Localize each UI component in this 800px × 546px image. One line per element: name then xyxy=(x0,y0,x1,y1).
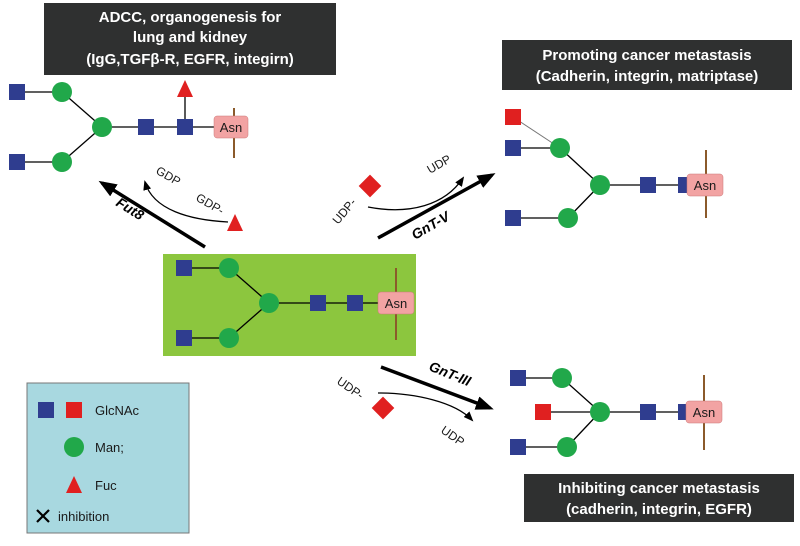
gntv-main-arrow xyxy=(377,173,496,240)
gntv-curved-arrow xyxy=(367,176,465,211)
legend-fuc-label: Fuc xyxy=(95,478,117,493)
box-adcc-line2: lung and kidney xyxy=(133,29,248,46)
gntiii-enzyme-label: GnT-III xyxy=(427,358,474,390)
legend-man-label: Man; xyxy=(95,440,124,455)
core-glycan-panel: Asn xyxy=(163,254,416,356)
box-inhibiting-metastasis: Inhibiting cancer metastasis (cadherin, … xyxy=(524,474,794,522)
glcnac-square xyxy=(9,84,25,100)
box-adcc-line1: ADCC, organogenesis for xyxy=(99,9,282,26)
asn-box xyxy=(213,115,249,139)
legend-mannose-icon xyxy=(64,437,84,457)
glycan-gntv-product: Asn xyxy=(505,109,724,228)
glcnac-square xyxy=(505,140,521,156)
glycan-fucosylated: Asn xyxy=(9,80,249,172)
fucose-triangle xyxy=(227,214,243,231)
box-promoting-line2: (Cadherin, integrin, matriptase) xyxy=(536,68,759,85)
mannose-circle xyxy=(557,437,577,457)
glcnac-square xyxy=(138,119,154,135)
glcnac-square xyxy=(9,154,25,170)
fut8-enzyme-label: Fut8 xyxy=(113,194,147,223)
glcnac-square xyxy=(640,177,656,193)
gntv-enzyme-label: GnT-V xyxy=(409,207,454,242)
mannose-circle xyxy=(52,152,72,172)
fut8-donor-label: GDP- xyxy=(194,190,227,217)
glcnac-square xyxy=(505,109,521,125)
box-promoting-metastasis: Promoting cancer metastasis (Cadherin, i… xyxy=(502,40,792,90)
gntv-product-label: UDP xyxy=(425,152,454,177)
box-inhibiting-line1: Inhibiting cancer metastasis xyxy=(558,480,760,497)
gntv-donor-label: UDP- xyxy=(330,195,360,226)
asn-box xyxy=(686,173,724,197)
glcnac-square xyxy=(177,119,193,135)
glycan-gntiii-product: Asn xyxy=(510,368,723,457)
box-promoting-line1: Promoting cancer metastasis xyxy=(542,47,751,64)
glcnac-square xyxy=(505,210,521,226)
mannose-circle xyxy=(550,138,570,158)
fucose-triangle xyxy=(177,80,193,97)
asn-label: Asn xyxy=(220,120,242,135)
glcnac-square xyxy=(510,370,526,386)
gntiii-curved-arrow xyxy=(377,392,474,422)
box-inhibiting-line2: (cadherin, integrin, EGFR) xyxy=(566,501,752,518)
gntiii-main-arrow xyxy=(380,365,494,410)
gntiii-donor-label: UDP- xyxy=(334,374,366,402)
mannose-circle xyxy=(92,117,112,137)
glcnac-square xyxy=(640,404,656,420)
box-adcc-organogenesis: ADCC, organogenesis for lung and kidney … xyxy=(44,3,336,75)
mannose-circle xyxy=(219,328,239,348)
mannose-circle xyxy=(52,82,72,102)
reaction-fut8: GDP GDP- Fut8 xyxy=(98,163,243,249)
mannose-circle xyxy=(558,208,578,228)
legend-inhibition-label: inhibition xyxy=(58,509,109,524)
legend-glcnac-label: GlcNAc xyxy=(95,403,140,418)
glcnac-square xyxy=(176,330,192,346)
glcnac-square xyxy=(510,439,526,455)
mannose-circle xyxy=(590,175,610,195)
mannose-circle xyxy=(259,293,279,313)
mannose-circle xyxy=(219,258,239,278)
asn-label: Asn xyxy=(385,296,407,311)
legend-fucose-icon xyxy=(66,476,82,493)
reaction-gntv: UDP- UDP GnT-V xyxy=(330,152,496,243)
asn-box xyxy=(685,400,723,424)
bisecting-glcnac-square xyxy=(535,404,551,420)
mannose-circle xyxy=(590,402,610,422)
legend-panel: GlcNAc Man; Fuc inhibition xyxy=(26,382,190,534)
glcnac-square xyxy=(371,396,395,420)
asn-label: Asn xyxy=(694,178,716,193)
fut8-product-label: GDP xyxy=(154,163,184,188)
gntiii-product-label: UDP xyxy=(438,423,467,449)
box-adcc-line3: (IgG,TGFβ-R, EGFR, integirn) xyxy=(86,51,293,68)
fut8-main-arrow xyxy=(98,180,206,249)
reaction-gntiii: UDP- UDP GnT-III xyxy=(334,358,494,449)
glcnac-square xyxy=(310,295,326,311)
legend-glcnac-red-icon xyxy=(66,402,82,418)
fut8-curved-arrow xyxy=(143,180,229,223)
legend-glcnac-blue-icon xyxy=(38,402,54,418)
mannose-circle xyxy=(552,368,572,388)
glcnac-square xyxy=(176,260,192,276)
legend-inhibition-icon xyxy=(36,509,50,523)
asn-box xyxy=(377,291,415,315)
glcnac-square xyxy=(347,295,363,311)
glcnac-square xyxy=(358,174,382,198)
asn-label: Asn xyxy=(693,405,715,420)
